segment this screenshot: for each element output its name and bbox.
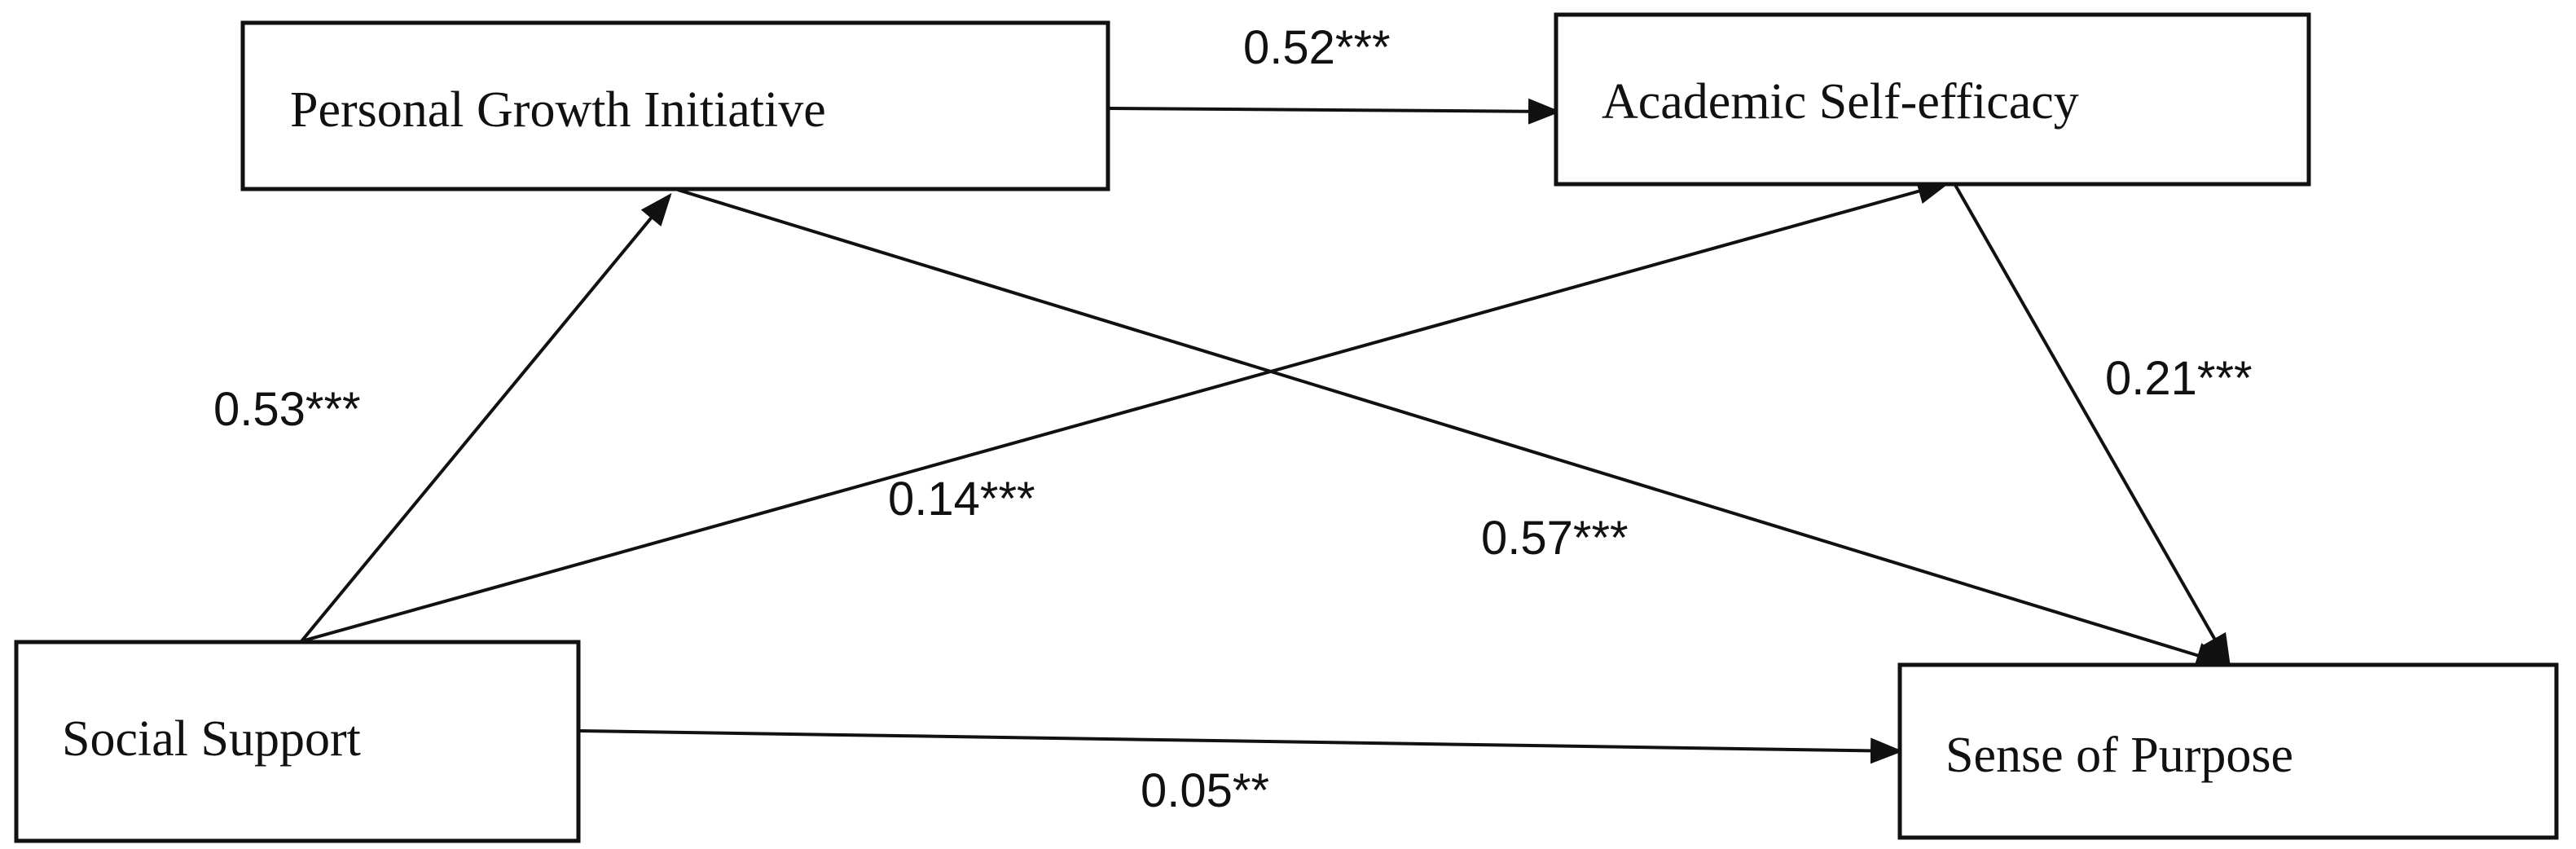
path-coefficients: 0.52*** 0.53*** 0.14*** 0.57*** 0.21*** … xyxy=(213,21,2253,817)
coef-ss-to-sop: 0.05** xyxy=(1141,764,1269,817)
coef-pgi-to-sop: 0.57*** xyxy=(1481,512,1629,565)
node-box xyxy=(1897,662,2559,840)
node-sense-of-purpose: Sense of Purpose xyxy=(1897,662,2559,840)
coef-ss-to-pgi: 0.53*** xyxy=(213,383,361,436)
node-box xyxy=(14,640,581,843)
coef-ss-to-ase: 0.14*** xyxy=(888,473,1035,526)
node-box xyxy=(240,20,1110,191)
coef-pgi-to-ase: 0.52*** xyxy=(1243,21,1391,74)
arrow-ss-to-sop xyxy=(579,729,1903,764)
node-box xyxy=(1554,12,2311,187)
node-label: Sense of Purpose xyxy=(1945,728,2293,783)
arrow-ss-to-ase xyxy=(301,178,1950,643)
arrows xyxy=(300,98,2231,764)
arrow-ase-to-sop xyxy=(1954,184,2231,667)
arrow-pgi-to-sop xyxy=(677,188,2229,668)
node-social-support: Social Support xyxy=(14,640,581,843)
node-label: Academic Self-efficacy xyxy=(1602,74,2079,130)
coef-ase-to-sop: 0.21*** xyxy=(2105,352,2253,405)
arrow-pgi-to-ase xyxy=(1109,98,1561,125)
node-label: Social Support xyxy=(62,711,361,767)
node-personal-growth: Personal Growth Initiative xyxy=(240,20,1110,191)
node-label: Personal Growth Initiative xyxy=(290,82,826,138)
arrow-ss-to-pgi xyxy=(300,192,672,643)
node-academic-self-efficacy: Academic Self-efficacy xyxy=(1554,12,2311,187)
